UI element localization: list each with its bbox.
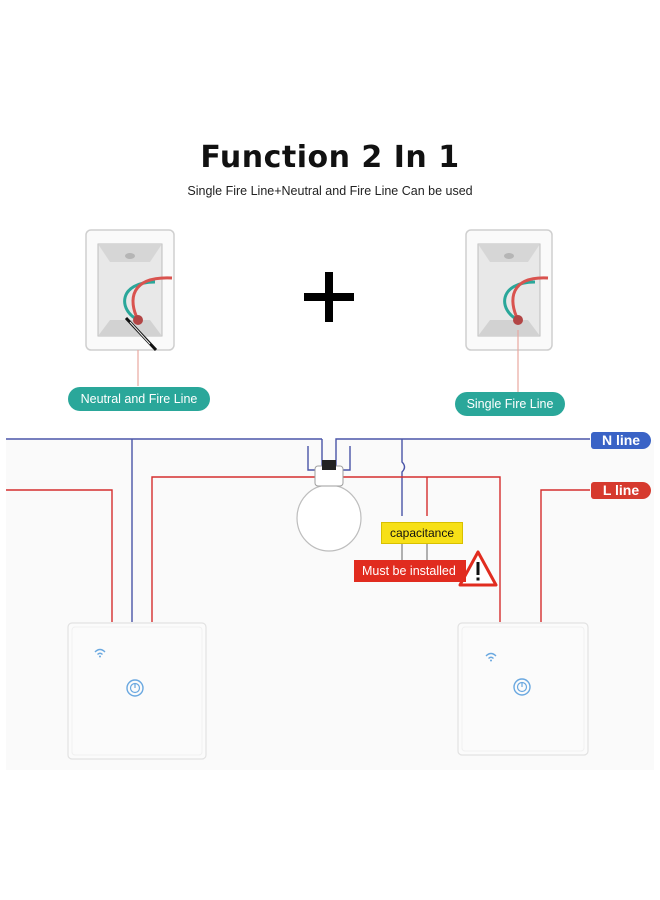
- wall-box-single-fire-icon: [465, 229, 553, 392]
- n-line-right: [335, 438, 590, 446]
- wifi-icon: [94, 648, 106, 658]
- l-line-tag: L line: [591, 482, 651, 499]
- wall-box-neutral-fire-icon: [85, 229, 175, 386]
- l-line-left-switch: [6, 489, 113, 622]
- neutral-fire-line-label: Neutral and Fire Line: [68, 387, 210, 411]
- capacitor-leads: [401, 542, 428, 560]
- single-fire-line-label: Single Fire Line: [455, 392, 565, 416]
- n-line-tag: N line: [591, 432, 651, 449]
- must-be-installed-label: Must be installed: [354, 560, 466, 582]
- smart-switch-left: [67, 622, 207, 760]
- l-line-right-switch: [540, 489, 590, 622]
- light-bulb-icon: [296, 460, 362, 552]
- smart-switch-right: [457, 622, 589, 756]
- capacitance-label: capacitance: [381, 522, 463, 544]
- page-title: Function 2 In 1: [200, 140, 460, 175]
- power-button-icon: [126, 679, 144, 697]
- n-drop-capacitor: [401, 439, 406, 516]
- wifi-icon: [485, 652, 497, 662]
- page-subtitle: Single Fire Line+Neutral and Fire Line C…: [187, 184, 473, 198]
- neutral-wiring: [6, 438, 590, 622]
- plus-icon: [300, 268, 358, 326]
- warning-triangle-icon: [458, 550, 498, 587]
- power-button-icon: [513, 678, 531, 696]
